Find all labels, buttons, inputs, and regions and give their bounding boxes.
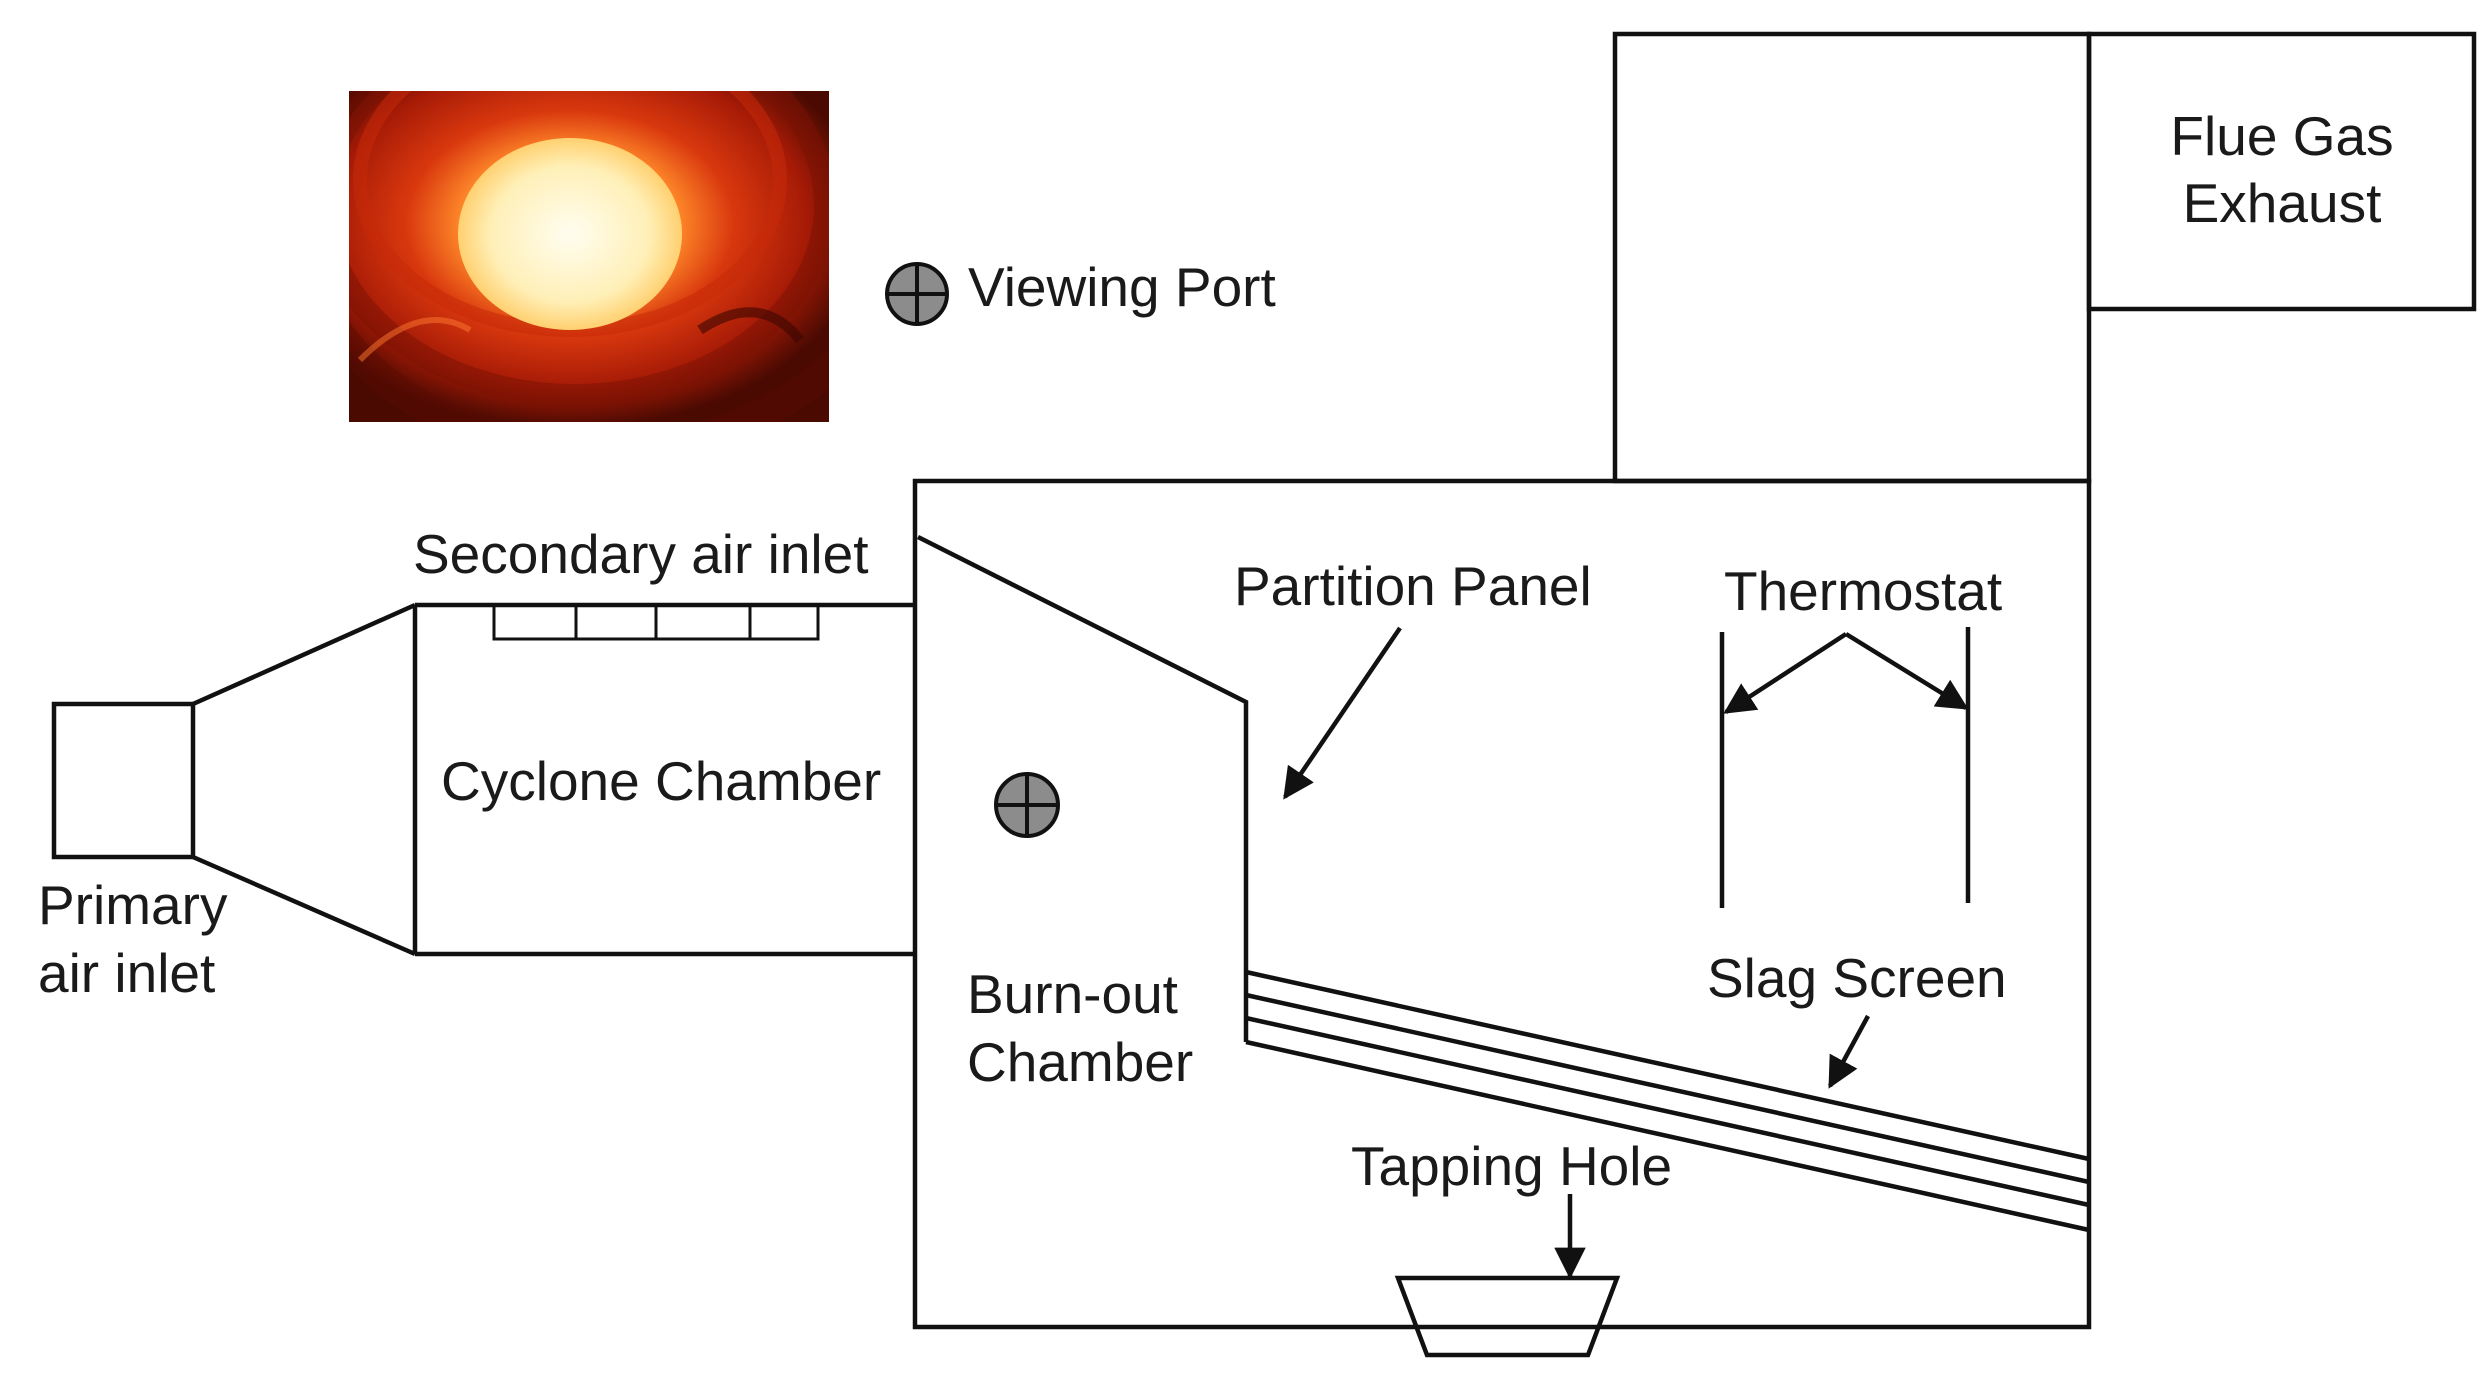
thermostat-arrow-right — [1844, 632, 1969, 710]
secondary-air-inlet-label: Secondary air inlet — [413, 523, 869, 585]
flame-photo — [349, 91, 829, 422]
burnout-viewing-port-icon — [994, 772, 1060, 838]
partition-panel-label: Partition Panel — [1234, 555, 1592, 617]
slag-screen-arrow — [1828, 1014, 1870, 1089]
flue-gas-label-line1: Flue Gas — [2170, 105, 2393, 167]
tapping-hole-label: Tapping Hole — [1351, 1135, 1672, 1197]
tapping-hole — [1394, 1275, 1621, 1358]
thermostat-label: Thermostat — [1724, 560, 2002, 622]
primary-air-label-line2: air inlet — [38, 942, 215, 1004]
main-chamber-outline — [912, 478, 2092, 1330]
partition-panel-arrow — [1283, 626, 1402, 800]
burnout-chamber-label-line2: Chamber — [967, 1031, 1193, 1093]
thermostat-arrow-left — [1723, 632, 1848, 714]
flue-gas-exhaust — [1612, 31, 2477, 484]
burnout-chamber-label-line1: Burn-out — [967, 963, 1178, 1025]
slag-screen-label: Slag Screen — [1707, 947, 2007, 1009]
thermostat-probes — [1719, 627, 1971, 908]
flue-gas-label-line2: Exhaust — [2183, 172, 2382, 234]
primary-air-inlet — [51, 701, 196, 860]
partition-panel — [916, 534, 1249, 1042]
slag-screen — [1245, 969, 2090, 1233]
cyclone-chamber-label: Cyclone Chamber — [441, 750, 881, 812]
viewing-port-label: Viewing Port — [968, 256, 1276, 318]
primary-air-label-line1: Primary — [38, 874, 228, 936]
transition-cone — [192, 602, 416, 957]
viewing-port-icon — [885, 262, 949, 326]
secondary-air-inlet-slots — [492, 603, 820, 641]
